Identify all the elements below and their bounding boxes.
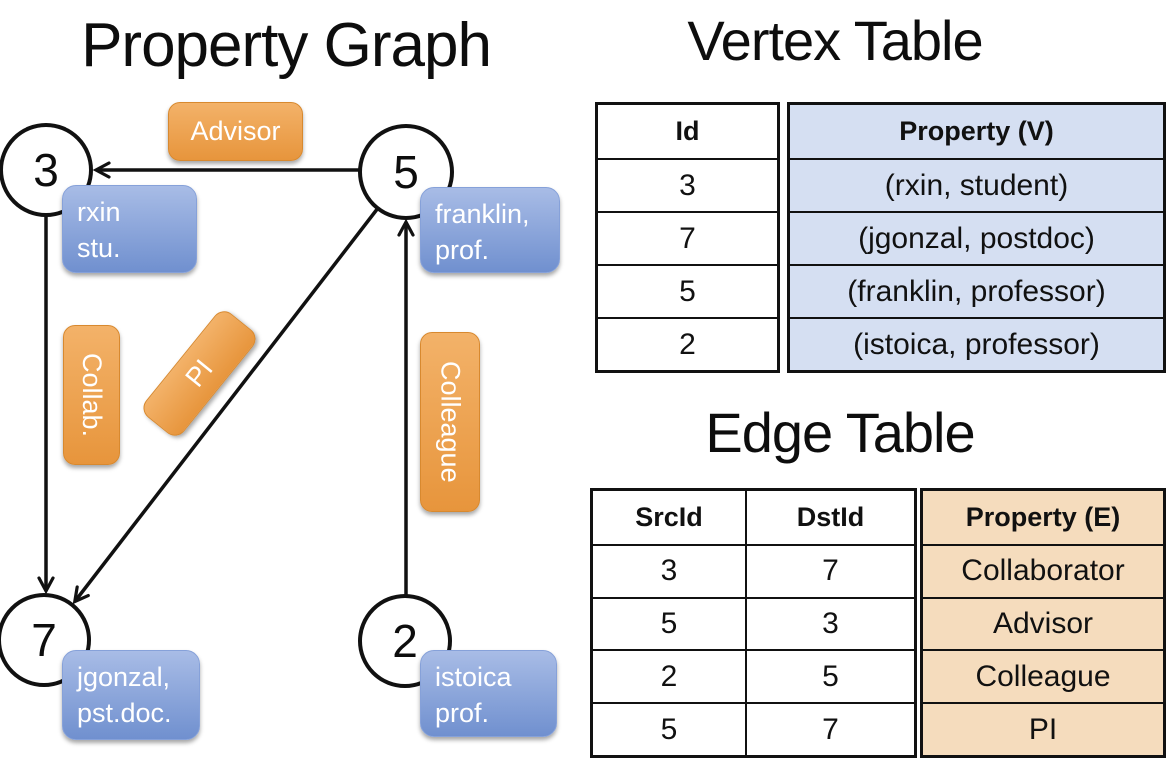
vertex-table-property-cell: (istoica, professor) bbox=[790, 317, 1163, 370]
vertex-table-id-header: Id bbox=[675, 116, 700, 146]
edge-label-colleague: Colleague bbox=[420, 332, 480, 512]
vertex-2-property-box: istoica prof. bbox=[420, 650, 557, 737]
vertex-2-id: 2 bbox=[392, 615, 418, 667]
edge-table-srcid-cell: 5 bbox=[593, 702, 745, 755]
edge-table-property-cell: PI bbox=[923, 702, 1163, 755]
edge-table-srcid-cell: 2 bbox=[593, 649, 745, 702]
vertex-3-property-line-1: rxin bbox=[77, 197, 121, 227]
vertex-2-property-line-1: istoica bbox=[435, 662, 512, 692]
vertex-5-property-line-1: franklin, bbox=[435, 199, 530, 229]
edge-table-dstid-cell: 3 bbox=[745, 596, 914, 650]
edge-table-srcid-cell: 3 bbox=[593, 543, 745, 597]
vertex-table-property-cell: (rxin, student) bbox=[790, 158, 1163, 211]
vertex-7-property-line-1: jgonzal, bbox=[77, 662, 171, 692]
vertex-table-property-header: Property (V) bbox=[899, 116, 1054, 146]
edge-table-property-column: Property (E) Collaborator Advisor Collea… bbox=[920, 488, 1166, 758]
vertex-table-id-cell: 3 bbox=[598, 158, 777, 211]
property-graph-title: Property Graph bbox=[81, 11, 492, 80]
vertex-3-property-line-2: stu. bbox=[77, 232, 121, 263]
edge-table-dstid-cell: 5 bbox=[745, 649, 914, 703]
vertex-table-id-cell: 2 bbox=[598, 317, 777, 370]
edge-table-dstid-cell: 7 bbox=[745, 702, 914, 755]
edge-table-property-cell: Collaborator bbox=[923, 543, 1163, 597]
edge-table-title: Edge Table bbox=[705, 401, 975, 464]
vertex-table-property-cell: (franklin, professor) bbox=[790, 264, 1163, 317]
vertex-table-property-cell: (jgonzal, postdoc) bbox=[790, 211, 1163, 264]
edge-table-srcid-header: SrcId bbox=[635, 501, 703, 532]
vertex-5-id: 5 bbox=[393, 146, 419, 198]
edge-table-property-cell: Advisor bbox=[923, 596, 1163, 650]
edge-table-property-cell: Colleague bbox=[923, 649, 1163, 702]
vertex-table-property-column: Property (V) (rxin, student) (jgonzal, p… bbox=[787, 102, 1166, 373]
vertex-7-property-line-2: pst.doc. bbox=[77, 697, 172, 728]
property-graph-canvas bbox=[0, 123, 454, 688]
edge-table-property-header: Property (E) bbox=[965, 501, 1121, 532]
vertex-3-property-box: rxin stu. bbox=[62, 185, 197, 273]
vertex-table-title: Vertex Table bbox=[687, 9, 983, 72]
vertex-table-id-cell: 7 bbox=[598, 211, 777, 264]
vertex-5-property-box: franklin, prof. bbox=[420, 187, 560, 273]
vertex-7-id: 7 bbox=[31, 614, 57, 666]
vertex-table-id-column: Id 3 7 5 2 bbox=[595, 102, 780, 373]
vertex-7-property-box: jgonzal, pst.doc. bbox=[62, 650, 200, 740]
edge-table-dstid-header: DstId bbox=[745, 491, 914, 544]
vertex-table-id-cell: 5 bbox=[598, 264, 777, 317]
edge-table-id-columns: SrcId DstId 3 7 5 3 2 5 5 7 bbox=[590, 488, 917, 758]
edge-pi-5-to-7 bbox=[72, 206, 380, 605]
vertex-3-id: 3 bbox=[33, 144, 59, 196]
vertex-2-property-line-2: prof. bbox=[435, 697, 490, 728]
edge-table-srcid-cell: 5 bbox=[593, 596, 745, 650]
edge-table-dstid-cell: 7 bbox=[745, 543, 914, 597]
vertex-5-property-line-2: prof. bbox=[435, 234, 490, 265]
edge-label-advisor: Advisor bbox=[168, 102, 303, 161]
edge-label-collab: Collab. bbox=[63, 325, 120, 465]
